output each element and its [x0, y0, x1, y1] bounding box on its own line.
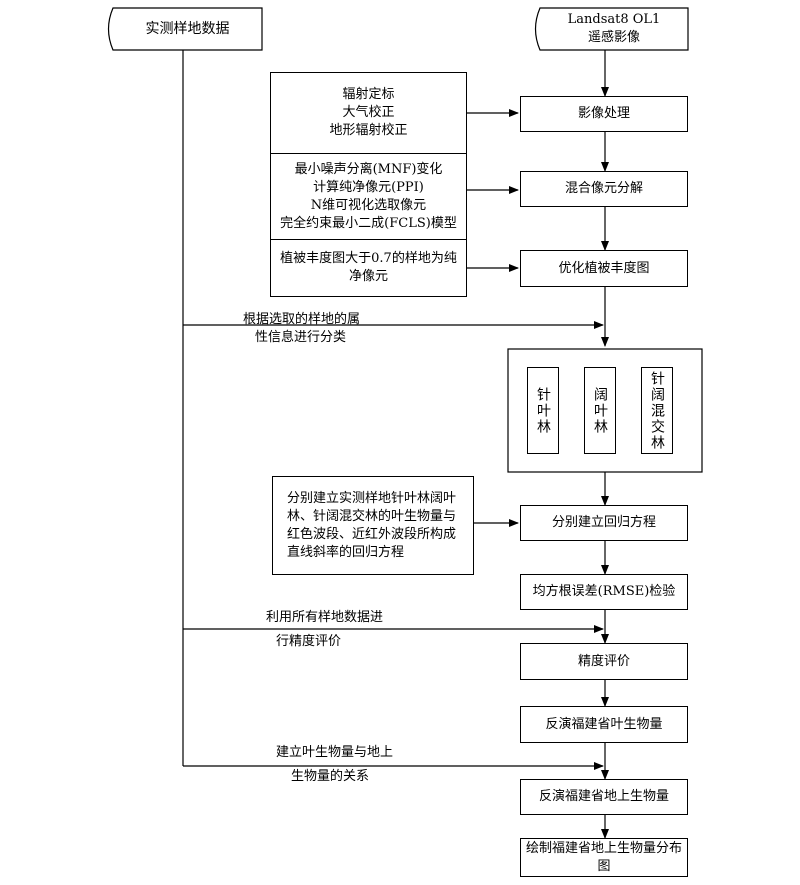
step-unmixing: 混合像元分解: [520, 171, 688, 207]
forest-broadleaf: 阔叶林: [584, 367, 616, 454]
landsat-input: Landsat8 OL1 遥感影像: [540, 8, 688, 50]
step-label: 精度评价: [577, 653, 630, 669]
preprocess-text: 植被丰度图大于0.7的样地为纯: [280, 251, 457, 266]
landsat-line-2: 遥感影像: [587, 30, 640, 45]
preprocess-text: 地形辐射校正: [329, 123, 408, 138]
preprocess-section-3: 植被丰度图大于0.7的样地为纯 净像元: [271, 240, 466, 296]
step-label: 影像处理: [577, 106, 630, 121]
preprocess-section-1: 辐射定标 大气校正 地形辐射校正: [271, 73, 466, 153]
step-rmse: 均方根误差(RMSE)检验: [520, 574, 688, 610]
preprocess-text: 大气校正: [342, 105, 395, 120]
branch-label-eval-2: 行精度评价: [276, 634, 342, 649]
divider: [271, 153, 466, 154]
preprocess-text: 最小噪声分离(MNF)变化: [294, 161, 443, 177]
step-map: 绘制福建省地上生物量分布图: [520, 838, 688, 877]
step-agb: 反演福建省地上生物量: [520, 779, 688, 815]
branch-label-eval-1: 利用所有样地数据进: [266, 610, 384, 625]
field-data-input: 实测样地数据: [113, 8, 262, 50]
step-label: 均方根误差(RMSE)检验: [532, 584, 676, 599]
forest-types-container: [507, 348, 703, 473]
step-label: 绘制福建省地上生物量分布图: [525, 840, 682, 874]
step-label: 分别建立回归方程: [551, 515, 656, 530]
preprocess-text: 完全约束最小二成(FCLS)模型: [280, 215, 457, 231]
landsat-shape: [534, 7, 689, 51]
step-regression: 分别建立回归方程: [520, 505, 688, 541]
forest-mixed: 针阔混交林: [641, 367, 673, 454]
step-label: 反演福建省地上生物量: [538, 789, 669, 804]
preprocess-text: N维可视化选取像元: [310, 197, 427, 213]
branch-label-classify-1: 根据选取的样地的属: [243, 312, 361, 327]
step-label: 反演福建省叶生物量: [545, 716, 663, 732]
step-label: 混合像元分解: [564, 181, 643, 196]
preprocess-section-2: 最小噪声分离(MNF)变化 计算纯净像元(PPI) N维可视化选取像元 完全约束…: [271, 154, 466, 239]
divider: [271, 239, 466, 240]
step-accuracy: 精度评价: [520, 643, 688, 680]
forest-type-label: 针阔混交林: [649, 370, 665, 451]
field-data-label: 实测样地数据: [145, 21, 230, 37]
regression-note-text: 分别建立实测样地针叶林阔叶林、针阔混交林的叶生物量与红色波段、近红外波段所构成直…: [287, 491, 457, 560]
step-image-processing: 影像处理: [520, 96, 688, 132]
step-leaf-biomass: 反演福建省叶生物量: [520, 706, 688, 743]
step-optimize: 优化植被丰度图: [520, 250, 688, 287]
preprocess-text: 净像元: [348, 269, 388, 284]
forest-coniferous: 针叶林: [527, 367, 559, 454]
landsat-line-1: Landsat8 OL1: [567, 12, 661, 27]
preprocessing-group: 辐射定标 大气校正 地形辐射校正 最小噪声分离(MNF)变化 计算纯净像元(PP…: [270, 72, 467, 297]
preprocess-text: 计算纯净像元(PPI): [313, 179, 424, 195]
regression-note-box: 分别建立实测样地针叶林阔叶林、针阔混交林的叶生物量与红色波段、近红外波段所构成直…: [272, 476, 474, 575]
branch-label-relation-2: 生物量的关系: [291, 769, 370, 784]
branch-label-classify-2: 性信息进行分类: [255, 330, 347, 345]
field-data-shape: [107, 7, 263, 51]
step-label: 优化植被丰度图: [558, 260, 650, 276]
branch-label-relation-1: 建立叶生物量与地上: [276, 745, 394, 760]
forest-type-label: 阔叶林: [592, 386, 608, 435]
preprocess-text: 辐射定标: [342, 87, 395, 102]
forest-type-label: 针叶林: [535, 386, 551, 435]
